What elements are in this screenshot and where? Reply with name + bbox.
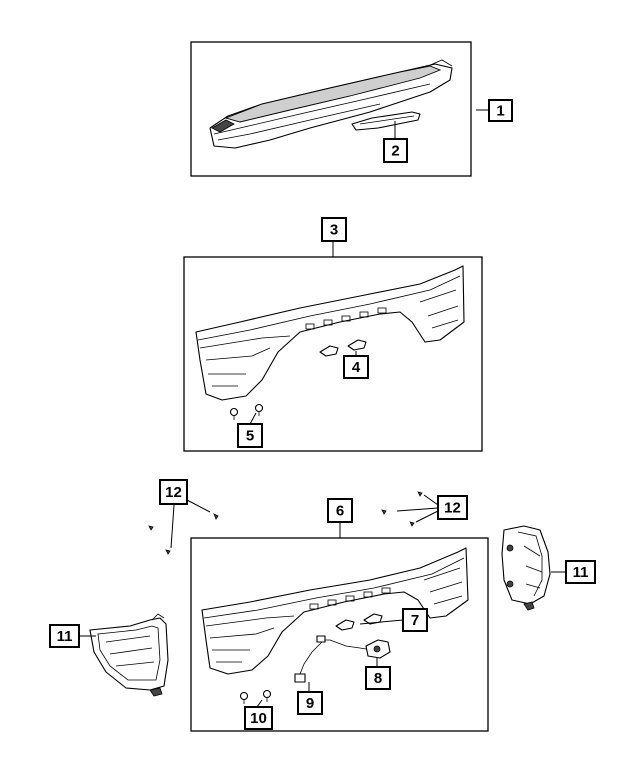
panel-fascia-lamps — [190, 522, 489, 732]
callout-6-label: 6 — [336, 503, 344, 520]
lamp-socket-part — [365, 639, 391, 659]
callout-2-label: 2 — [391, 143, 399, 160]
panel-frame-1 — [190, 41, 472, 177]
callout-9-label: 9 — [306, 695, 314, 712]
screw-group-right — [381, 491, 439, 527]
tail-lamp-left — [89, 613, 169, 697]
callout-5-label: 5 — [246, 428, 254, 445]
callout-9: 9 — [297, 691, 323, 715]
callout-12-right-label: 12 — [444, 500, 461, 517]
fastener-part-10 — [239, 689, 272, 704]
callout-3: 3 — [321, 217, 347, 242]
callout-1-label: 1 — [496, 103, 504, 120]
clip-part-7 — [335, 613, 383, 631]
callout-10: 10 — [244, 706, 273, 730]
callout-5: 5 — [237, 423, 263, 448]
callout-7-label: 7 — [411, 612, 419, 629]
callout-11-left: 11 — [49, 624, 80, 648]
callout-8-label: 8 — [374, 670, 382, 687]
callout-11-left-label: 11 — [57, 628, 73, 645]
spoiler-part — [209, 59, 453, 149]
fascia-part-6 — [201, 547, 469, 675]
callout-8: 8 — [365, 666, 391, 690]
callout-12-left: 12 — [159, 479, 188, 505]
callout-1: 1 — [488, 99, 513, 122]
fastener-part-5 — [229, 403, 264, 420]
callout-6: 6 — [327, 498, 353, 523]
panel-fascia — [183, 241, 483, 452]
callout-3-label: 3 — [330, 222, 338, 239]
callout-12-right: 12 — [437, 495, 468, 520]
callout-7: 7 — [402, 608, 428, 632]
panel-spoiler — [190, 41, 489, 177]
callout-11-right: 11 — [565, 560, 596, 584]
callout-12-left-label: 12 — [165, 484, 182, 501]
callout-11-right-label: 11 — [573, 564, 589, 581]
clip-part-4 — [319, 339, 367, 357]
wiring-harness-part — [294, 635, 373, 683]
callout-4: 4 — [343, 355, 369, 379]
tail-lamp-right — [501, 525, 551, 611]
fascia-part — [195, 265, 465, 401]
callout-10-label: 10 — [250, 710, 267, 727]
callout-4-label: 4 — [352, 359, 361, 376]
spoiler-bracket-part — [351, 111, 421, 131]
callout-2: 2 — [383, 138, 408, 163]
screw-group-left — [148, 499, 219, 555]
